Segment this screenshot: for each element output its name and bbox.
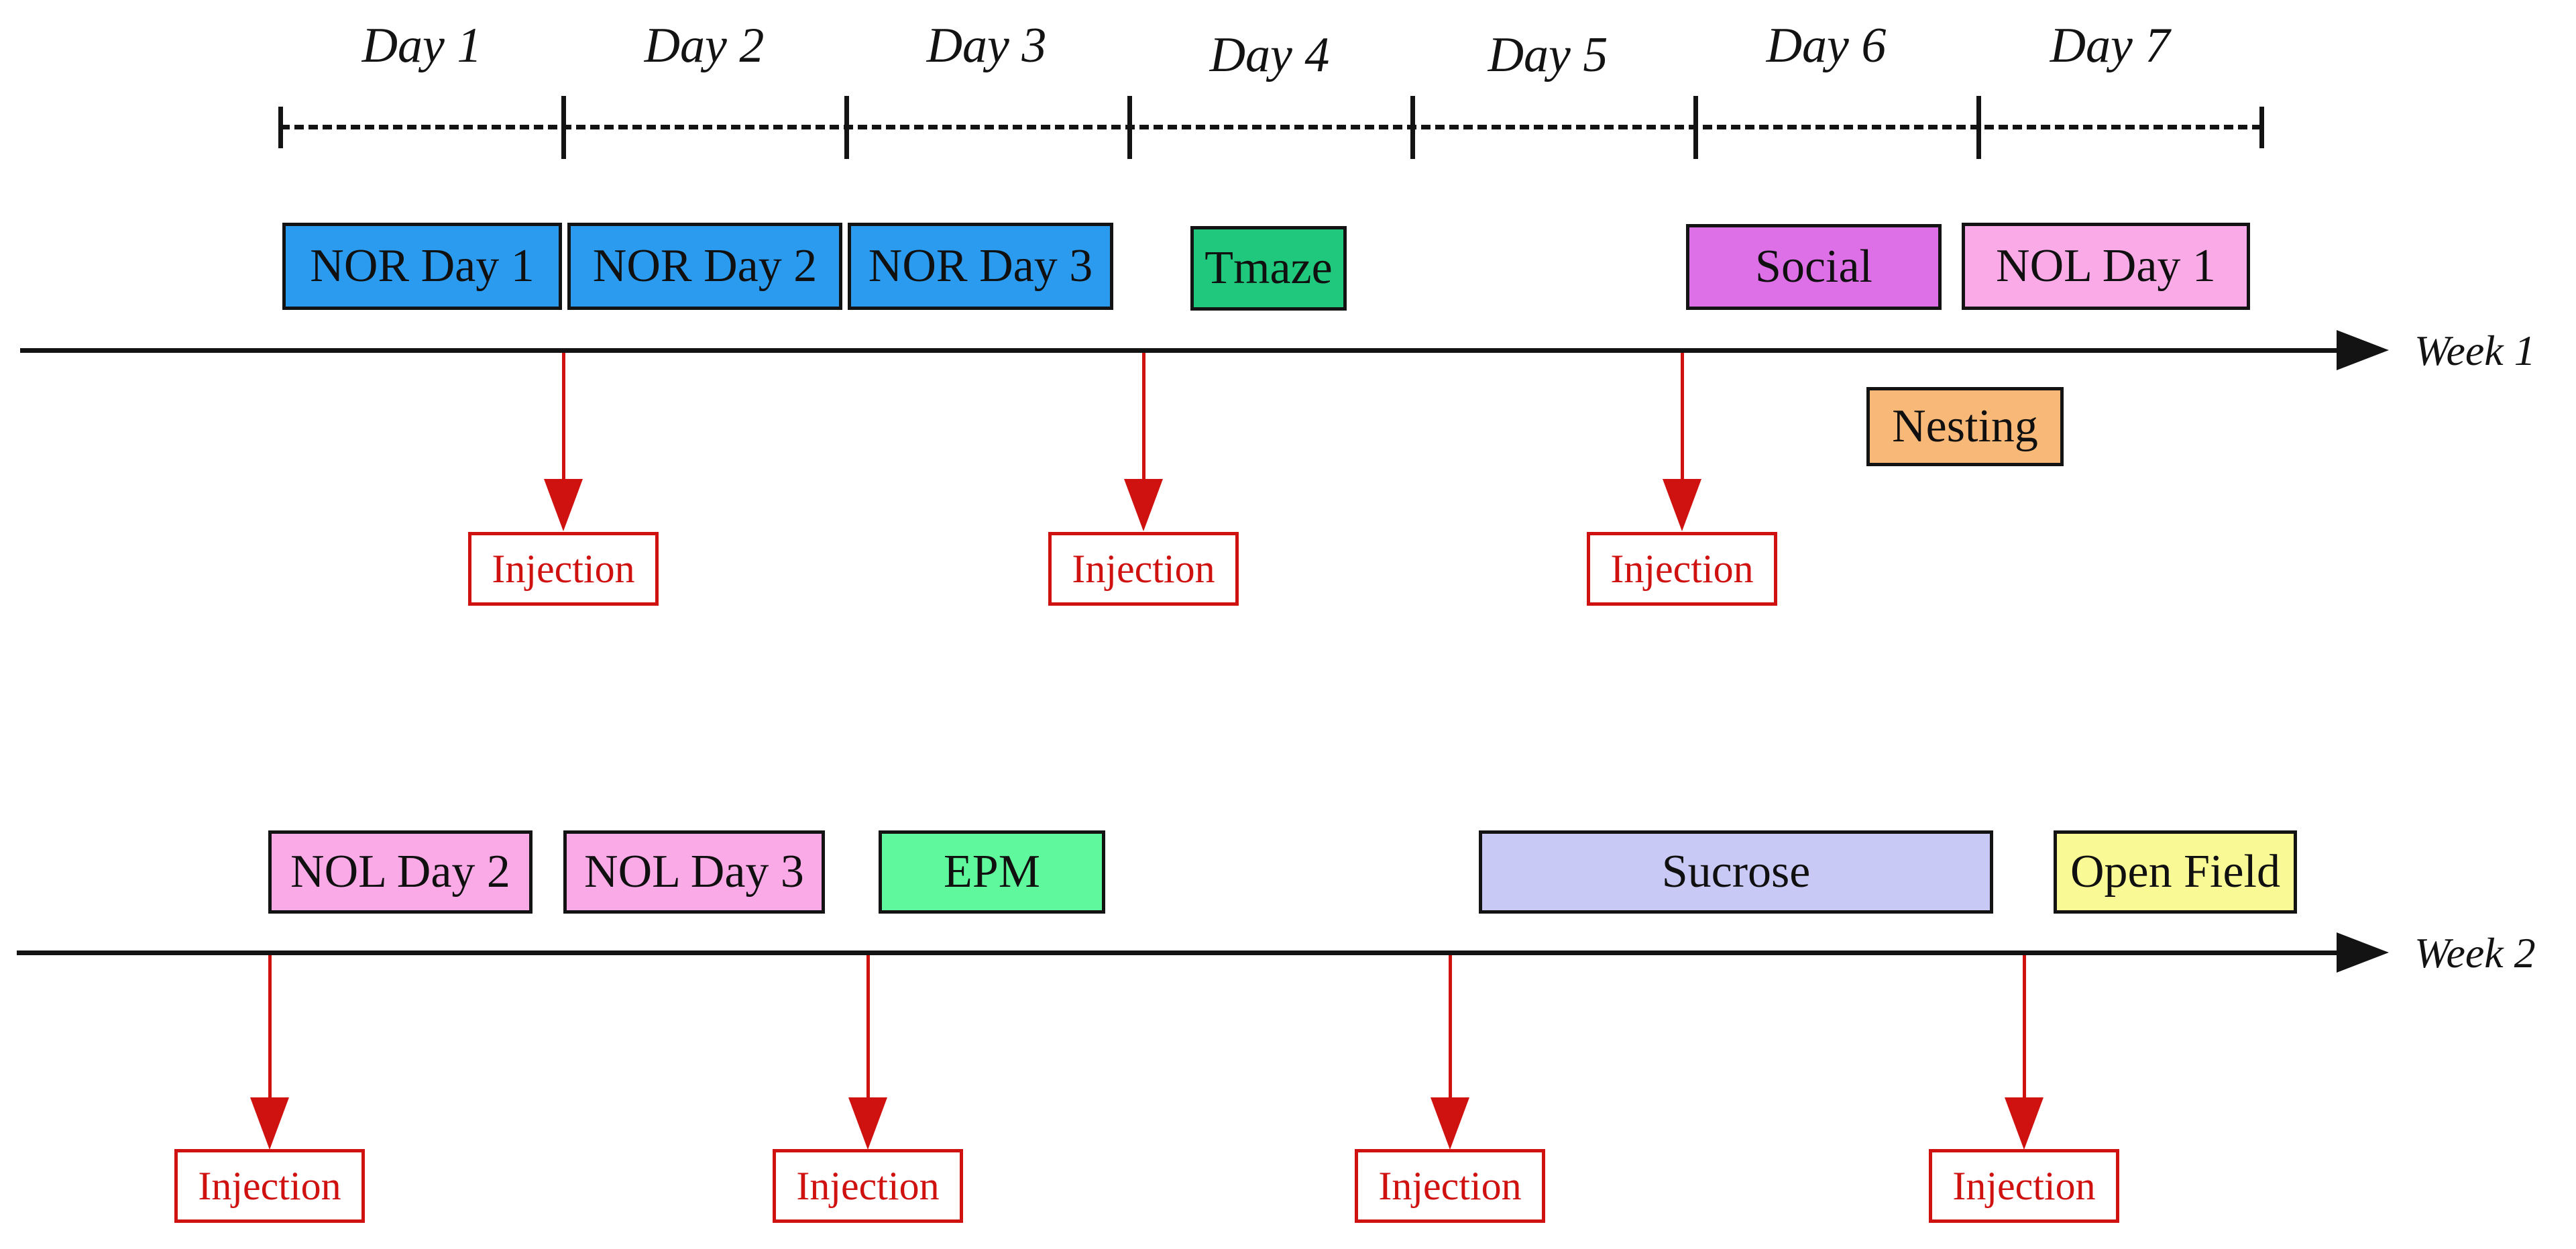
- injection-arrowhead-icon: [250, 1097, 289, 1150]
- day-label-5: Day 5: [1488, 28, 1608, 83]
- injection-arrowhead-icon: [1124, 479, 1163, 531]
- injection-arrowhead-icon: [544, 479, 583, 531]
- injection-arrow-shaft: [268, 955, 272, 1097]
- injection-arrow-shaft: [2023, 955, 2026, 1097]
- injection-arrowhead-icon: [2005, 1097, 2043, 1150]
- ruler-tick-day2-3: [844, 96, 849, 159]
- injection-arrow-shaft: [866, 955, 870, 1097]
- day-label-6: Day 6: [1766, 18, 1887, 73]
- injection-box-w2-1: Injection: [174, 1149, 365, 1223]
- injection-arrow-shaft: [1142, 353, 1145, 480]
- ruler-tick-day1-2: [561, 96, 566, 159]
- event-box-nor-day-1: NOR Day 1: [282, 223, 562, 310]
- injection-box-w1-1: Injection: [468, 532, 659, 606]
- day-label-4: Day 4: [1209, 28, 1330, 83]
- event-box-sucrose: Sucrose: [1479, 830, 1993, 914]
- event-box-tmaze: Tmaze: [1190, 226, 1347, 311]
- injection-box-w2-4: Injection: [1929, 1149, 2119, 1223]
- event-box-nol-day-3: NOL Day 3: [563, 830, 825, 914]
- event-box-epm: EPM: [879, 830, 1105, 914]
- event-box-nor-day-2: NOR Day 2: [567, 223, 842, 310]
- week2-label: Week 2: [2414, 929, 2536, 977]
- injection-box-w1-3: Injection: [1587, 532, 1777, 606]
- event-box-nol-day-2: NOL Day 2: [268, 830, 533, 914]
- day-label-7: Day 7: [2050, 18, 2170, 73]
- week2-axis-arrowhead-icon: [2337, 932, 2389, 973]
- day-ruler-dashed-line: [280, 125, 2261, 129]
- ruler-end-tick-right: [2259, 107, 2264, 148]
- injection-box-w2-3: Injection: [1355, 1149, 1545, 1223]
- ruler-tick-day4-5: [1410, 96, 1415, 159]
- event-box-nesting: Nesting: [1866, 387, 2064, 466]
- ruler-tick-day5-6: [1693, 96, 1698, 159]
- week2-axis-line: [17, 951, 2337, 955]
- injection-arrow-shaft: [1681, 353, 1684, 480]
- event-box-nor-day-3: NOR Day 3: [848, 223, 1113, 310]
- event-box-open-field: Open Field: [2054, 830, 2297, 914]
- injection-arrowhead-icon: [1663, 479, 1701, 531]
- day-label-2: Day 2: [644, 18, 765, 73]
- ruler-tick-day3-4: [1127, 96, 1132, 159]
- day-label-1: Day 1: [361, 18, 482, 73]
- ruler-end-tick-left: [278, 107, 283, 148]
- injection-arrowhead-icon: [848, 1097, 887, 1150]
- event-box-social: Social: [1686, 224, 1942, 310]
- injection-box-w1-2: Injection: [1048, 532, 1239, 606]
- injection-arrow-shaft: [562, 353, 565, 480]
- injection-box-w2-2: Injection: [773, 1149, 963, 1223]
- week1-axis-line: [20, 348, 2337, 353]
- week1-axis-arrowhead-icon: [2337, 330, 2389, 370]
- event-box-nol-day-1: NOL Day 1: [1962, 223, 2250, 310]
- week1-label: Week 1: [2414, 327, 2536, 374]
- injection-arrowhead-icon: [1431, 1097, 1469, 1150]
- day-label-3: Day 3: [926, 18, 1047, 73]
- injection-arrow-shaft: [1449, 955, 1452, 1097]
- ruler-tick-day6-7: [1976, 96, 1981, 159]
